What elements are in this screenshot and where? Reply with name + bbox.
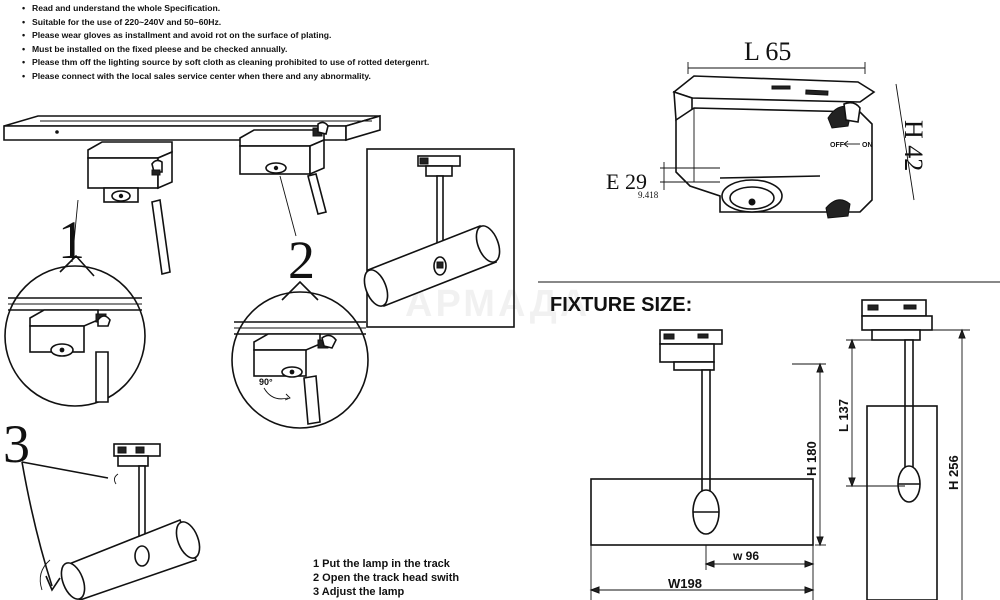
note-item: Please thm off the lighting source by so… [22, 56, 502, 70]
front-width-label: W198 [668, 576, 702, 591]
zoom-detail-2: 90° [231, 291, 369, 429]
pointer-line [21, 461, 109, 479]
safety-notes: Read and understand the whole Specificat… [22, 2, 502, 84]
step-item: 3 Adjust the lamp [313, 586, 405, 598]
note-item: Please connect with the local sales serv… [22, 70, 502, 84]
note-item: Suitable for the use of 220~240V and 50~… [22, 16, 502, 30]
e-dimension-label: E 29 [606, 169, 647, 194]
note-item: Must be installed on the fixed pleese an… [22, 43, 502, 57]
side-length-label: L 137 [836, 399, 851, 432]
pointer-line [279, 175, 297, 237]
switch-on-label: ON [862, 142, 873, 149]
adjust-lamp-view [39, 443, 201, 600]
watermark: АРМАДА [405, 283, 591, 325]
inset-lamp-view [363, 148, 515, 328]
length-dimension-label: L 65 [744, 37, 791, 66]
installation-steps: 1 Put the lamp in the track 2 Open the t… [313, 557, 459, 599]
callout-arrow [45, 575, 61, 592]
step-item: 2 Open the track head swith [313, 572, 460, 584]
note-item: Please wear gloves as installment and av… [22, 29, 502, 43]
front-head-width-label: w 96 [732, 549, 759, 563]
pointer-line [71, 199, 79, 263]
height-dimension-label: H 42 [899, 120, 928, 171]
fixture-front-view: H 180 w 96 W198 [589, 329, 826, 600]
sub-dimension-label: 9.418 [638, 190, 659, 200]
step-number-3: 3 [3, 414, 30, 474]
track-adapter-2 [239, 121, 329, 215]
fixture-size-title: FIXTURE SIZE: [550, 294, 693, 316]
side-height-label: H 256 [946, 455, 961, 490]
step-number-2: 2 [288, 230, 315, 290]
front-height-label: H 180 [804, 441, 819, 476]
callout-arrow [281, 280, 319, 301]
adapter-dimension-detail: L 65 H 42 OFF ON E 29 9.418 [606, 37, 928, 219]
note-item: Read and understand the whole Specificat… [22, 2, 502, 16]
rotation-label: 90° [259, 377, 273, 387]
step-item: 1 Put the lamp in the track [313, 558, 450, 570]
zoom-detail-1 [4, 265, 146, 407]
track-adapter-1 [87, 141, 173, 275]
fixture-side-view: L 137 H 256 [836, 299, 970, 600]
switch-off-label: OFF [830, 142, 845, 149]
pointer-line [21, 461, 53, 587]
